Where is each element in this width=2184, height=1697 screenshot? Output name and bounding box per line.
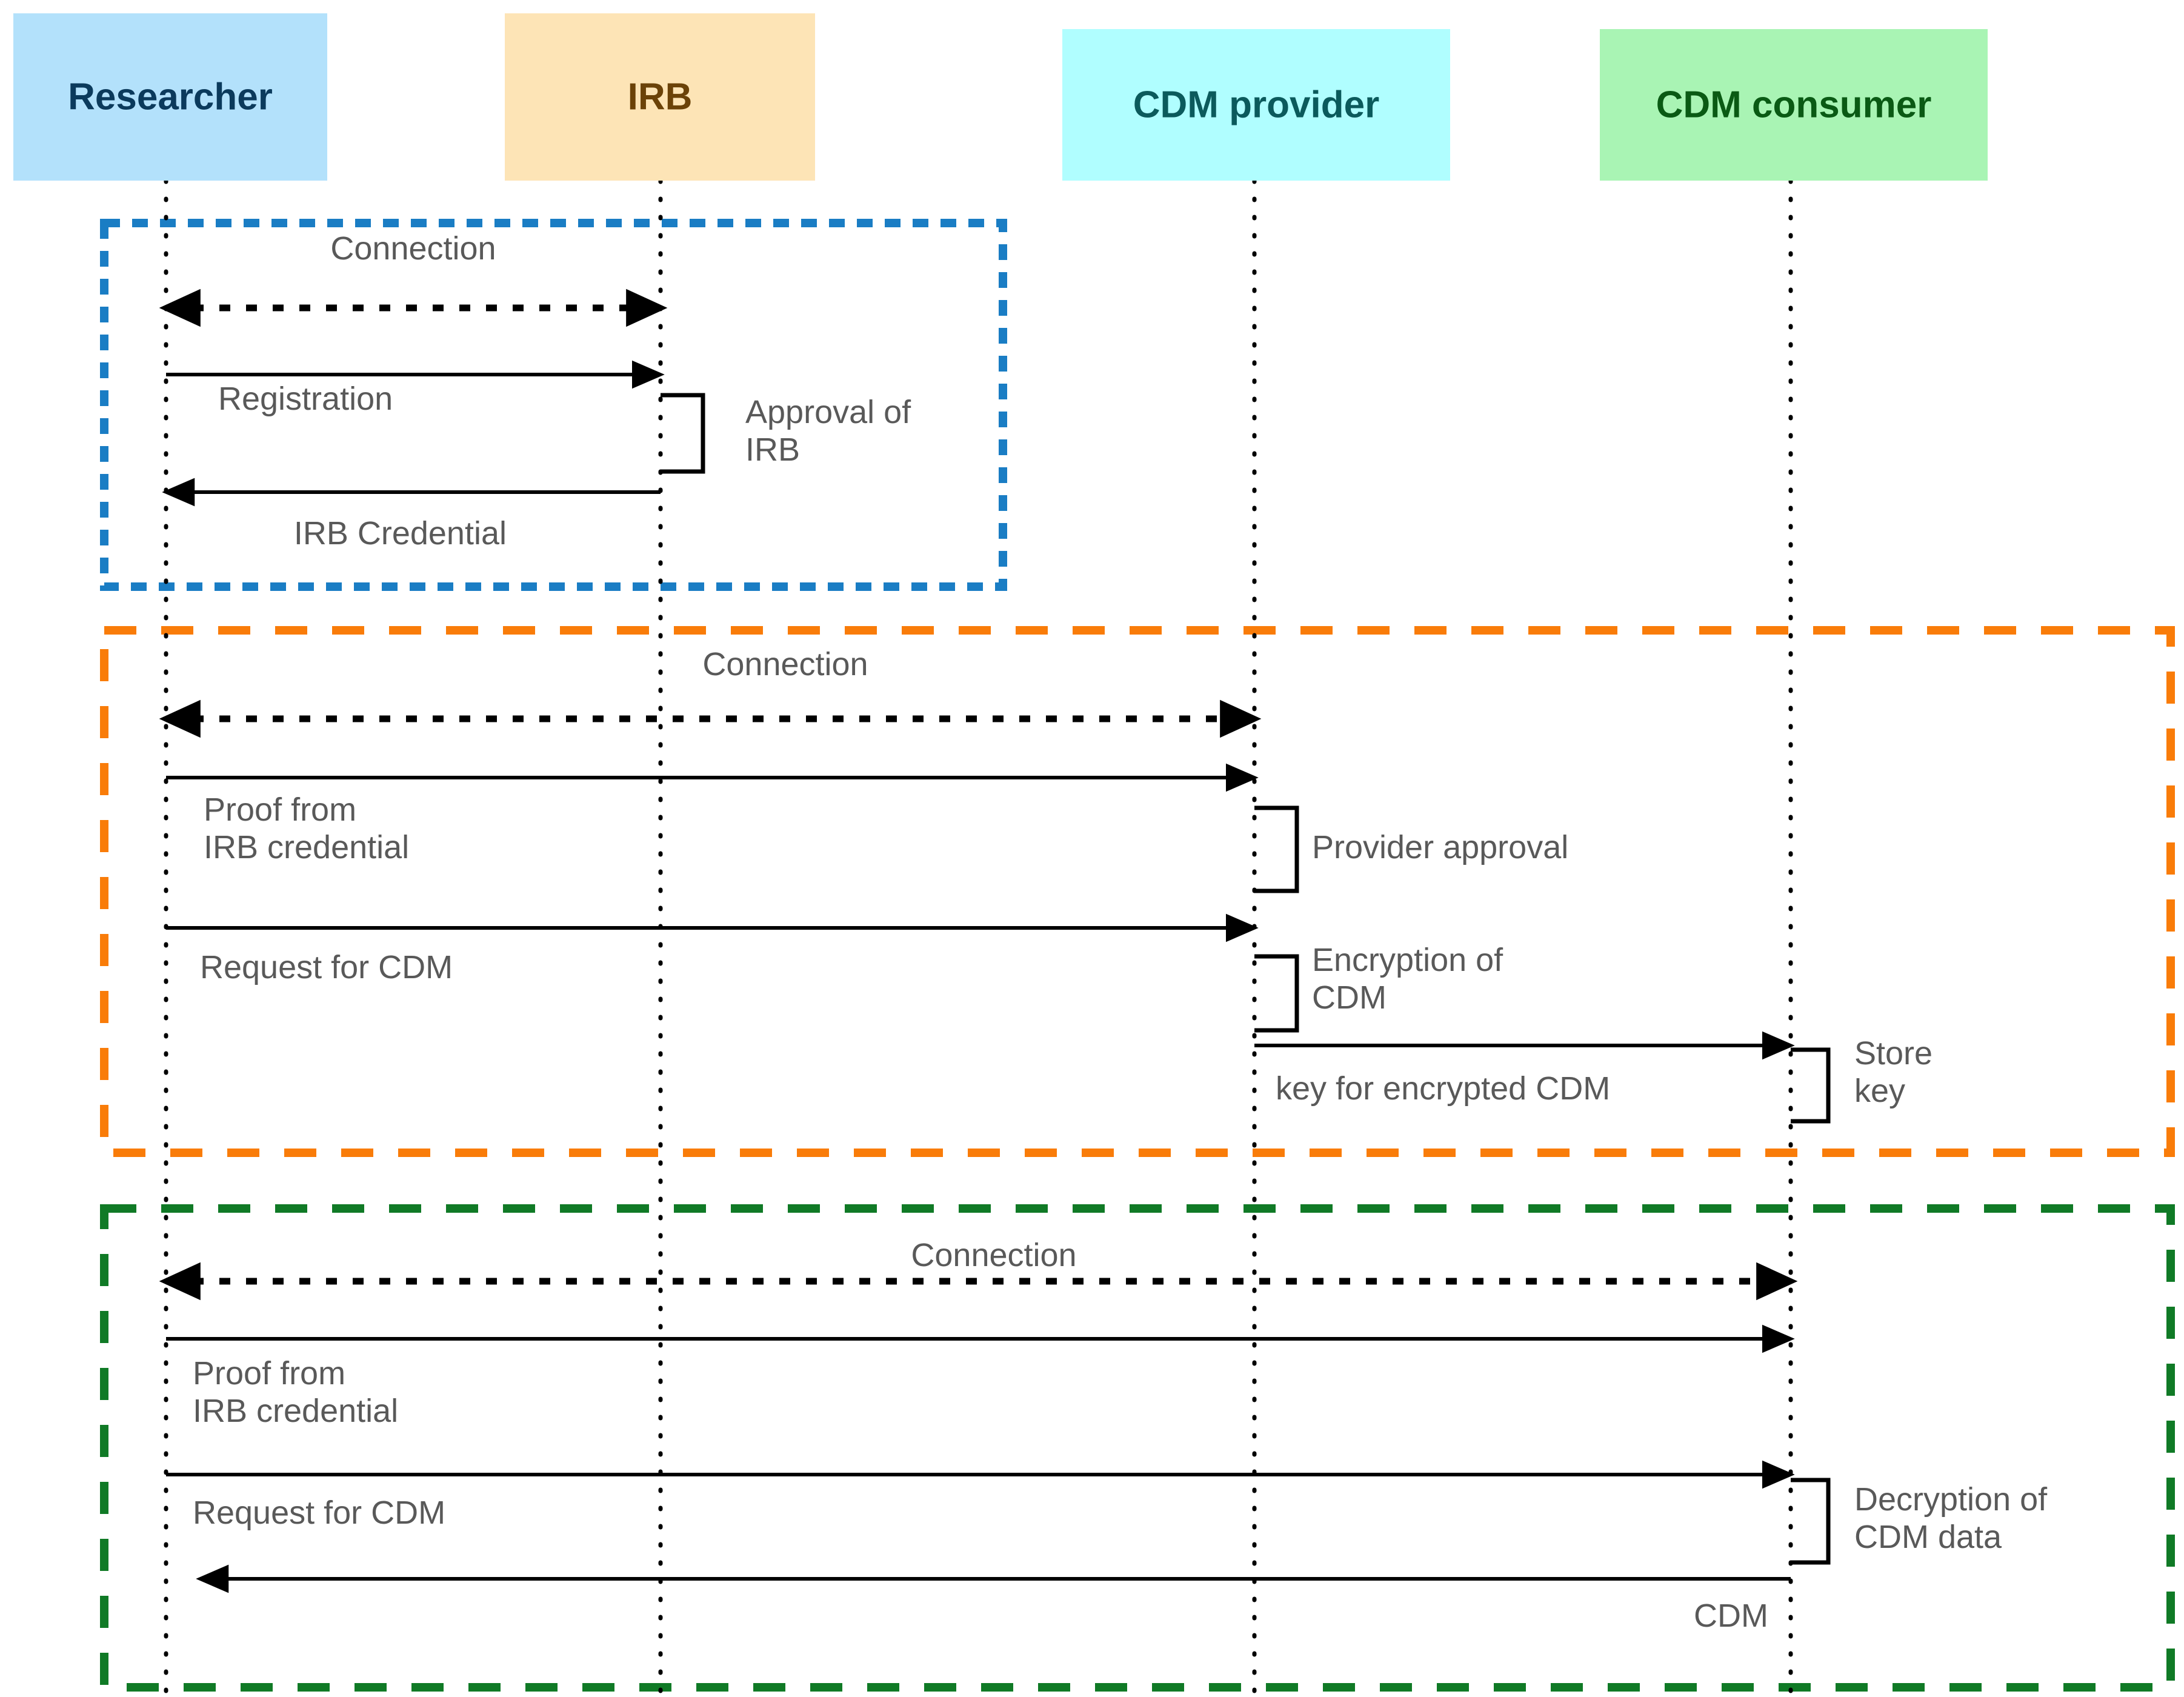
actor-headers-layer: Researcher IRB CDM provider CDM consumer [13,13,1988,181]
selfcall-decryption-of-cdm-data-bracket [1791,1478,1831,1565]
msg-cdm-label: CDM [1694,1598,1768,1634]
selfcall-provider-approval-bracket [1254,805,1299,893]
msg-registration: Registration [166,360,665,417]
msg-key-for-encrypted-cdm-label: key for encrypted CDM [1276,1070,1610,1107]
actor-label-researcher: Researcher [68,76,273,118]
actor-cdm-consumer[interactable]: CDM consumer [1600,29,1988,181]
msg-request-for-cdm-provider-label: Request for CDM [200,949,453,985]
group-boxes-layer [100,219,2175,1692]
msg-request-for-cdm-provider: Request for CDM [166,913,1259,985]
selfcall-encryption-of-cdm-bracket [1254,954,1299,1033]
msg-connection-2: Connection [159,646,1262,738]
actor-researcher[interactable]: Researcher [13,13,327,181]
actor-irb[interactable]: IRB [505,13,815,181]
actor-cdm-provider[interactable]: CDM provider [1062,29,1450,181]
lifelines-layer [164,178,1793,1697]
actor-box-cdm-provider[interactable] [1062,29,1450,181]
msg-registration-label: Registration [218,381,393,417]
selfcall-provider-approval: Provider approval [1254,805,1568,893]
actor-label-cdm-provider: CDM provider [1133,84,1379,125]
msg-request-for-cdm-consumer: Request for CDM [166,1460,1795,1531]
msg-connection-3-label: Connection [911,1237,1076,1273]
selfcall-store-key-bracket [1791,1047,1831,1124]
selfcall-approval-of-irb-bracket [661,393,705,474]
group-provider-request [100,626,2175,1157]
selfcall-provider-approval-label: Provider approval [1312,829,1568,865]
actor-box-researcher[interactable] [13,13,327,181]
actor-box-irb[interactable] [505,13,815,181]
actor-label-cdm-consumer: CDM consumer [1656,84,1932,125]
msg-connection-1-label: Connection [330,230,496,267]
group-consumer-request [100,1204,2175,1692]
msg-connection-3: Connection [159,1237,1798,1301]
msg-cdm: CDM [196,1564,1791,1634]
msg-key-for-encrypted-cdm: key for encrypted CDM [1254,1031,1795,1107]
msg-irb-credential: IRB Credential [162,478,661,552]
actor-box-cdm-consumer[interactable] [1600,29,1988,181]
actor-label-irb: IRB [628,76,693,118]
msg-connection-1: Connection [159,230,668,327]
group-irb-registration [100,219,1007,591]
msg-request-for-cdm-consumer-label: Request for CDM [193,1495,445,1531]
msg-irb-credential-label: IRB Credential [294,515,507,552]
msg-connection-2-label: Connection [702,646,868,682]
